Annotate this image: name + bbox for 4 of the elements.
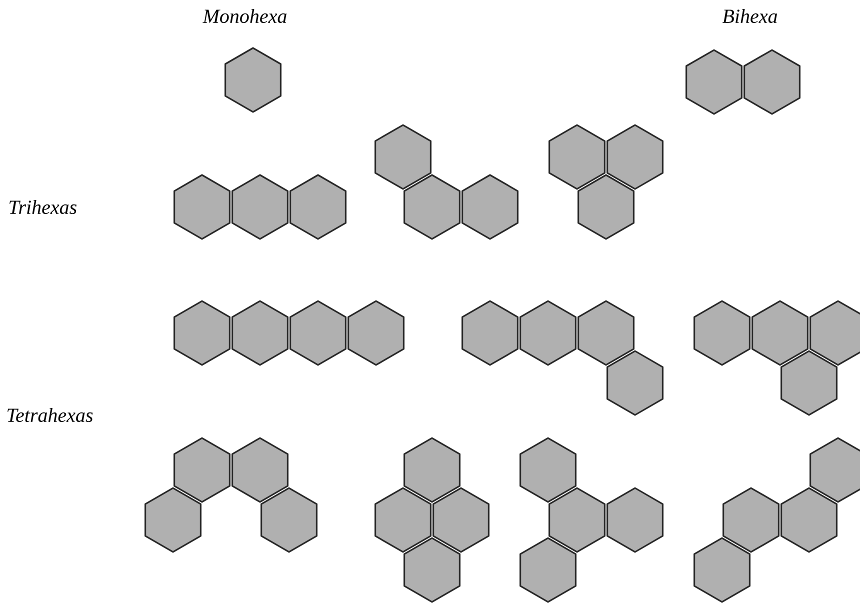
group-label: Bihexa xyxy=(722,8,778,24)
group-label: Monohexa xyxy=(202,8,286,24)
group-label: Trihexas xyxy=(10,200,76,214)
group-label: Tetrahexas xyxy=(8,408,93,422)
